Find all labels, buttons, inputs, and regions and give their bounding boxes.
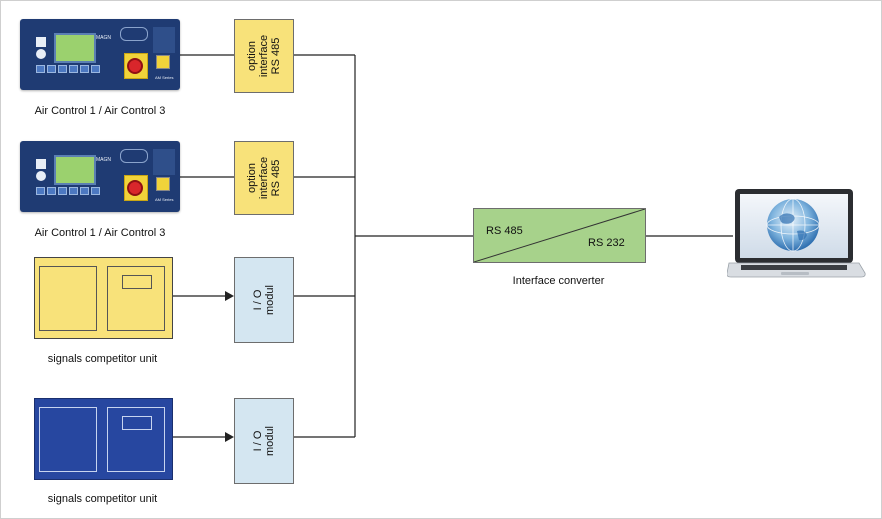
info-icon (36, 37, 46, 47)
converter-output-label: RS 232 (588, 237, 625, 249)
panel-button (36, 187, 45, 195)
unit-panel-left (39, 266, 97, 331)
air-control-panel-2: MAGN AM Series (20, 141, 180, 212)
panel-button (69, 187, 78, 195)
io-module-line: I / O (252, 430, 264, 452)
display-screen (54, 33, 96, 63)
spec-plate (153, 27, 175, 53)
io-module-2: I / O modul (234, 398, 294, 484)
panel-button (91, 65, 100, 73)
panel-button (58, 65, 67, 73)
io-module-line: modul (264, 426, 276, 456)
series-text: AM Series (155, 197, 174, 202)
option-interface-line: interface (257, 34, 270, 78)
panel-button (80, 187, 89, 195)
info-icon (36, 159, 46, 169)
power-icon (36, 49, 46, 59)
option-interface-line: option (245, 41, 258, 71)
interface-converter: RS 485 RS 232 (473, 208, 646, 263)
unit-panel-right (107, 407, 165, 472)
unit-panel-left (39, 407, 97, 472)
display-slot (122, 416, 152, 430)
option-interface-2: option interface RS 485 (234, 141, 294, 215)
warning-icon (156, 55, 170, 69)
competitor-label-2: signals competitor unit (47, 493, 158, 505)
option-interface-line: RS 485 (269, 159, 282, 197)
air-control-label-1: Air Control 1 / Air Control 3 (34, 105, 166, 117)
display-slot (122, 275, 152, 289)
option-interface-line: RS 485 (269, 37, 282, 75)
display-screen (54, 155, 96, 185)
arrow-io2 (225, 432, 234, 442)
logo-badge (120, 27, 148, 41)
laptop-icon (727, 189, 866, 278)
series-text: AM Series (155, 75, 174, 80)
panel-button (58, 187, 67, 195)
panel-button (69, 65, 78, 73)
io-module-line: modul (264, 285, 276, 315)
option-interface-line: option (245, 163, 258, 193)
warning-icon (156, 177, 170, 191)
emergency-stop-icon (127, 180, 143, 196)
spec-plate (153, 149, 175, 175)
panel-button (47, 187, 56, 195)
power-icon (36, 171, 46, 181)
brand-text: MAGN (96, 35, 111, 41)
brand-text: MAGN (96, 157, 111, 163)
converter-diagonal (474, 209, 645, 262)
panel-button (47, 65, 56, 73)
converter-input-label: RS 485 (486, 225, 523, 237)
option-interface-line: interface (257, 156, 270, 200)
panel-button (91, 187, 100, 195)
converter-caption: Interface converter (512, 275, 605, 287)
io-module-line: I / O (252, 289, 264, 311)
option-interface-1: option interface RS 485 (234, 19, 294, 93)
air-control-label-2: Air Control 1 / Air Control 3 (34, 227, 166, 239)
competitor-unit-yellow (34, 257, 173, 339)
emergency-stop-icon (127, 58, 143, 74)
unit-panel-right (107, 266, 165, 331)
logo-badge (120, 149, 148, 163)
panel-button (36, 65, 45, 73)
competitor-unit-blue (34, 398, 173, 480)
arrow-io1 (225, 291, 234, 301)
air-control-panel-1: MAGN AM Series (20, 19, 180, 90)
competitor-label-1: signals competitor unit (47, 353, 158, 365)
panel-button (80, 65, 89, 73)
io-module-1: I / O modul (234, 257, 294, 343)
